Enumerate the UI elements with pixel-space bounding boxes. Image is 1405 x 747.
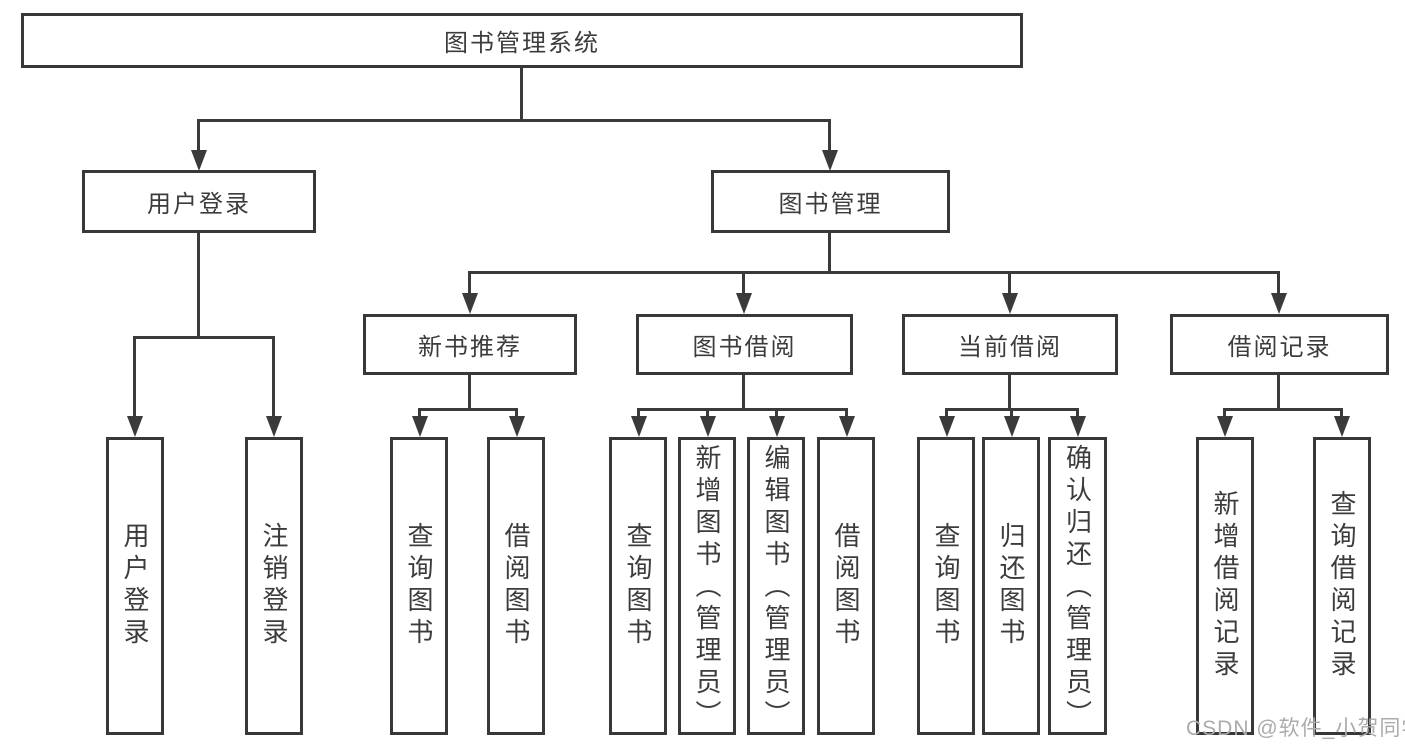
node-new-book-recommendation: 新书推荐 [363,314,577,375]
connector-arrowhead [462,293,478,314]
leaf-edit-books-admin: 编辑图书（管理员） [747,437,805,735]
connector-vline [468,375,471,408]
connector-vline [1008,271,1011,294]
connector-hline [418,408,518,411]
connector-arrowhead [412,416,428,437]
connector-arrowhead [839,416,855,437]
leaf-query-books-current: 查询图书 [917,437,975,735]
leaf-return-books: 归还图书 [982,437,1040,735]
connector-vline [637,408,640,417]
connector-arrowhead [1334,416,1350,437]
connector-arrowhead [1217,416,1233,437]
node-book-management: 图书管理 [711,170,950,233]
connector-vline [1223,408,1226,417]
connector-vline [272,336,275,417]
connector-arrowhead [769,416,785,437]
leaf-query-books-borrowing: 查询图书 [609,437,667,735]
connector-vline [1340,408,1343,417]
connector-vline [520,68,523,119]
node-borrowing-records: 借阅记录 [1170,314,1389,375]
node-user-login: 用户登录 [82,170,316,233]
leaf-add-borrow-record: 新增借阅记录 [1196,437,1254,735]
node-library-management-system: 图书管理系统 [21,13,1023,68]
connector-vline [845,408,848,417]
connector-arrowhead [509,416,525,437]
connector-vline [1277,271,1280,294]
connector-arrowhead [127,416,143,437]
connector-vline [1277,375,1280,408]
leaf-query-books-recommend: 查询图书 [390,437,448,735]
connector-vline [197,233,200,336]
connector-vline [515,408,518,417]
connector-vline [945,408,948,417]
connector-hline [637,408,848,411]
leaf-borrow-books-recommend: 借阅图书 [487,437,545,735]
connector-arrowhead [1004,416,1020,437]
connector-arrowhead [1002,293,1018,314]
connector-vline [197,119,200,151]
node-current-borrowing: 当前借阅 [902,314,1118,375]
leaf-add-books-admin: 新增图书（管理员） [678,437,736,735]
connector-arrowhead [1070,416,1086,437]
connector-hline [468,271,1280,274]
leaf-query-borrow-record: 查询借阅记录 [1313,437,1371,735]
connector-arrowhead [736,293,752,314]
connector-vline [1008,375,1011,408]
connector-arrowhead [700,416,716,437]
leaf-borrow-books: 借阅图书 [817,437,875,735]
connector-arrowhead [939,416,955,437]
connector-vline [828,119,831,151]
connector-hline [1223,408,1342,411]
connector-vline [742,375,745,408]
connector-hline [133,336,275,339]
leaf-confirm-return-admin: 确认归还（管理员） [1048,437,1107,735]
connector-vline [468,271,471,294]
node-book-borrowing: 图书借阅 [636,314,853,375]
leaf-logout: 注销登录 [245,437,303,735]
connector-arrowhead [191,150,207,171]
connector-vline [742,271,745,294]
leaf-user-login: 用户登录 [106,437,164,735]
connector-arrowhead [266,416,282,437]
connector-hline [197,119,831,122]
csdn-watermark: CSDN @软件_小贺同学 [1186,717,1405,740]
connector-arrowhead [822,150,838,171]
connector-vline [133,336,136,417]
connector-vline [775,408,778,417]
connector-arrowhead [1271,293,1287,314]
connector-arrowhead [631,416,647,437]
connector-vline [828,233,831,271]
connector-vline [706,408,709,417]
connector-vline [1076,408,1079,417]
connector-vline [418,408,421,417]
connector-vline [1010,408,1013,417]
